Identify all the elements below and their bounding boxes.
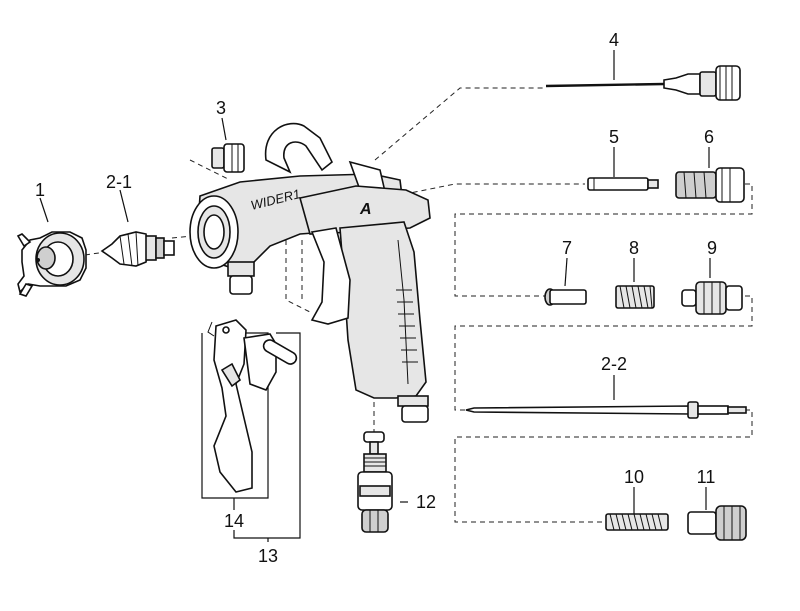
part-6-valve-housing [675, 167, 745, 203]
leader-lines [39, 50, 711, 542]
part-5-pin [587, 177, 659, 191]
callout-5: 5 [609, 127, 619, 147]
callout-11: 11 [697, 467, 716, 487]
callout-2-2: 2-2 [601, 354, 627, 374]
connector-2-1 [171, 235, 193, 239]
part-11-adjust-knob [687, 505, 747, 541]
connector-row-5-6 [394, 183, 585, 197]
part-1-air-cap [16, 231, 87, 297]
callout-7: 7 [562, 238, 572, 258]
callout-labels: 1 2-1 3 4 5 6 7 8 9 2-2 10 11 12 13 14 [35, 30, 717, 566]
callout-1: 1 [35, 180, 45, 200]
callout-3: 3 [216, 98, 226, 118]
callout-6: 6 [704, 127, 714, 147]
callout-12: 12 [416, 492, 436, 512]
callout-13: 13 [258, 546, 278, 566]
part-14-trigger [207, 319, 298, 493]
callout-9: 9 [707, 238, 717, 258]
part-4-needle-assembly [545, 65, 741, 101]
part-9-packing-seat [681, 281, 743, 315]
connector-needle-4 [374, 87, 545, 161]
brand-logo-text: A [359, 201, 372, 218]
dashed-connectors [84, 87, 753, 523]
part-8-spring [615, 285, 655, 309]
part-12-air-valve [357, 431, 393, 533]
callout-2-1: 2-1 [106, 172, 132, 192]
connector-trigger [285, 240, 311, 313]
part-3-valve [211, 143, 245, 173]
part-2-2-needle [465, 401, 747, 419]
part-7-stem [544, 288, 587, 306]
connector-3 [189, 159, 231, 181]
callout-14: 14 [224, 511, 244, 531]
callout-10: 10 [624, 467, 644, 487]
part-2-1-fluid-nozzle [100, 231, 175, 267]
callout-4: 4 [609, 30, 619, 50]
callout-8: 8 [629, 238, 639, 258]
connector-row-10-11-in [454, 409, 753, 523]
part-10-spring [605, 513, 669, 531]
spray-gun-body: WIDER1 A [189, 122, 431, 423]
